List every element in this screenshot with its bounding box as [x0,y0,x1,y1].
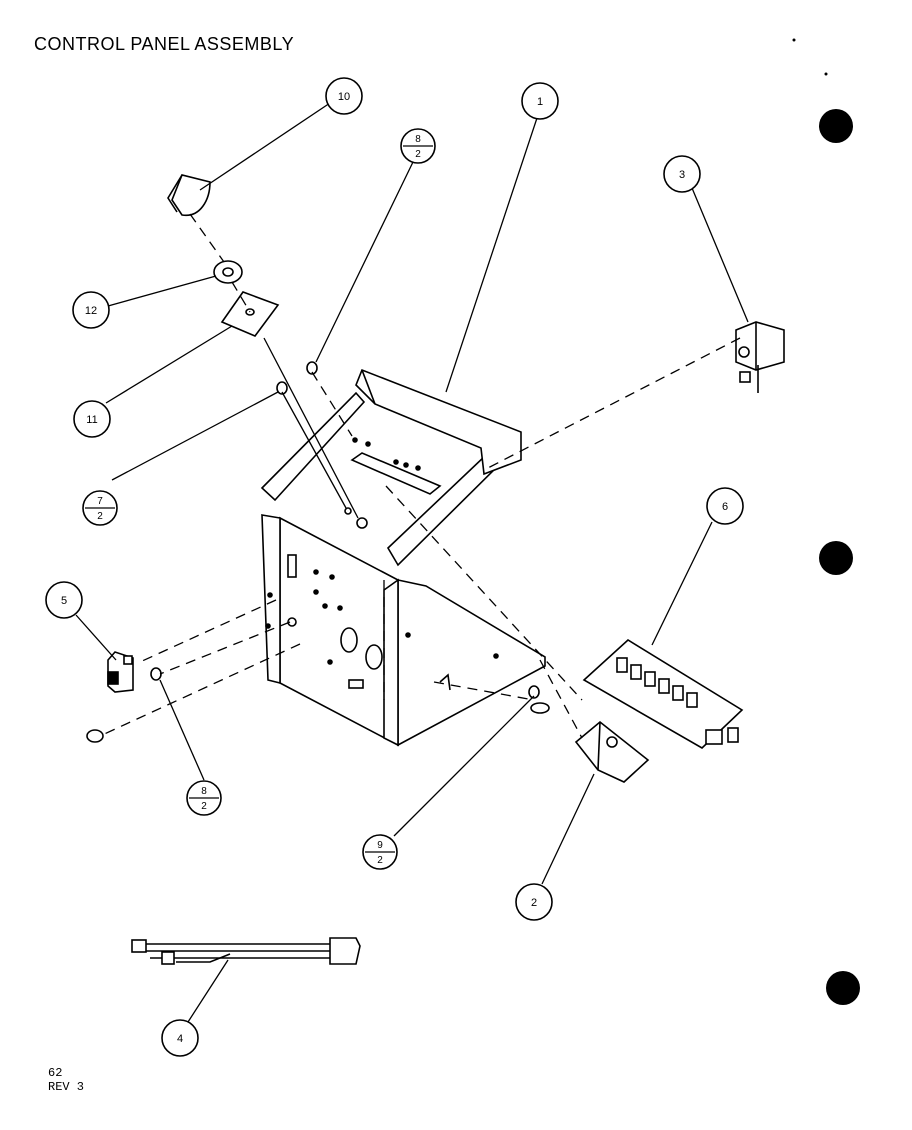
binder-hole-middle [819,541,853,575]
callout-label: 6 [722,501,728,513]
fraction-denominator: 2 [97,511,103,522]
plug-button [86,729,104,743]
fraction-callout-8-2-top: 8 2 [400,128,436,164]
fraction-denominator: 2 [201,801,207,812]
page-number: 62 [48,1066,63,1080]
thermostat-part-2 [574,720,650,783]
wire-harness-part-4 [131,937,361,965]
assembly-lines [99,213,741,739]
revision-label: REV 3 [48,1080,85,1094]
leader-lines [75,102,749,1023]
control-board-part-6 [582,639,744,749]
diagram-title: CONTROL PANEL ASSEMBLY [34,34,295,54]
fraction-denominator: 2 [377,855,383,866]
callout-1: 1 [521,82,559,120]
plate-part-11 [220,291,280,337]
control-box-housing [260,368,546,747]
fraction-callout-8-2-bottom: 8 2 [186,780,222,816]
speck [824,72,828,76]
fraction-callout-7-2: 7 2 [82,490,118,526]
washer-part-12 [213,260,243,284]
fraction-numerator: 8 [201,786,207,797]
callout-6: 6 [706,487,744,525]
speck [792,38,796,42]
callout-11: 11 [73,400,111,438]
callout-label: 5 [61,595,67,607]
callout-4: 4 [161,1019,199,1057]
callout-10: 10 [325,77,363,115]
callout-label: 11 [86,414,97,426]
fraction-denominator: 2 [415,149,421,160]
fraction-callout-9-2: 9 2 [362,834,398,870]
callout-label: 3 [679,169,685,181]
relay-part-3 [735,321,785,393]
callout-label: 1 [537,96,543,108]
rocker-switch-part-5 [107,651,134,693]
callout-5: 5 [45,581,83,619]
binder-hole-top [819,109,853,143]
callout-3: 3 [663,155,701,193]
binder-hole-bottom [826,971,860,1005]
fraction-numerator: 9 [377,840,383,851]
callout-label: 10 [338,91,350,103]
fraction-numerator: 8 [415,134,421,145]
callout-2: 2 [515,883,553,921]
fraction-numerator: 7 [97,496,103,507]
callout-label: 4 [177,1033,183,1045]
callout-12: 12 [72,291,110,329]
callout-label: 12 [85,305,97,317]
screw-parts [150,361,550,714]
callout-label: 2 [531,897,537,909]
knob-part-10 [167,174,211,216]
